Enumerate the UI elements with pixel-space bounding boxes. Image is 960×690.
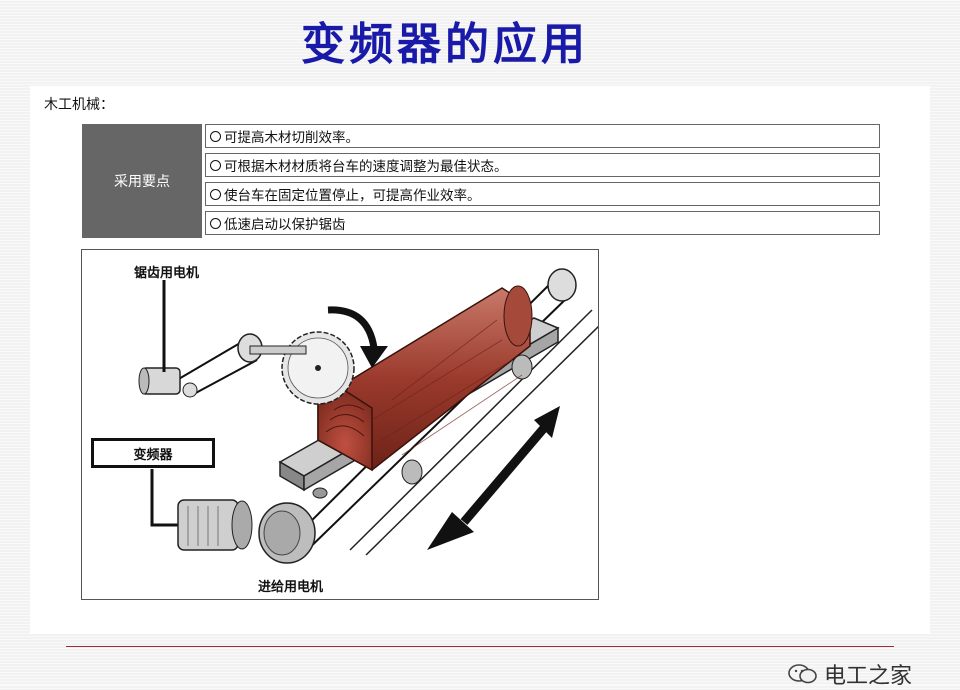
slide-title: 变频器的应用: [301, 19, 589, 70]
point-text: 可提高木材切削效率。: [224, 130, 359, 146]
woodworking-diagram: 锯齿用电机 变频器 进给用电机: [81, 249, 599, 600]
points-header: 采用要点: [82, 124, 202, 238]
point-row: 可提高木材切削效率。: [205, 124, 880, 148]
saw-motor: [138, 333, 307, 398]
wood-log: [317, 285, 533, 472]
point-text: 可根据木材材质将台车的速度调整为最佳状态。: [224, 159, 508, 175]
points-table: 采用要点 可提高木材切削效率。 可根据木材材质将台车的速度调整为最佳状态。 使台…: [82, 124, 882, 238]
inverter-box: 变频器: [91, 438, 215, 468]
content-box: 木工机械： 采用要点 可提高木材切削效率。 可根据木材材质将台车的速度调整为最佳…: [30, 86, 930, 634]
circle-bullet-icon: [210, 159, 221, 171]
feed-motor: [177, 499, 316, 564]
circle-bullet-icon: [210, 130, 221, 142]
footer-brand: 电工之家: [788, 658, 960, 689]
point-row: 使台车在固定位置停止，可提高作业效率。: [205, 182, 880, 206]
circle-bullet-icon: [210, 217, 221, 229]
point-text: 使台车在固定位置停止，可提高作业效率。: [224, 188, 481, 204]
machine-illustration: [138, 268, 598, 564]
circular-saw: [281, 331, 355, 405]
section-label: 木工机械：: [44, 97, 114, 113]
footer-divider: [66, 646, 894, 647]
brand-name: 电工之家: [824, 664, 913, 689]
point-row: 可根据木材材质将台车的速度调整为最佳状态。: [205, 153, 880, 177]
top-pulley: [547, 268, 577, 302]
wechat-icon: [788, 664, 817, 684]
point-text: 低速启动以保护锯齿: [224, 217, 346, 233]
feed-motor-label: 进给用电机: [258, 580, 324, 595]
inverter-wire: [150, 469, 186, 527]
point-row: 低速启动以保护锯齿: [205, 211, 880, 235]
saw-motor-label: 锯齿用电机: [134, 266, 200, 281]
rotation-arrow-head: [360, 346, 388, 368]
rail-track: [349, 309, 598, 556]
rotation-arrow-icon: [327, 306, 378, 349]
circle-bullet-icon: [210, 188, 221, 200]
feed-direction-arrow-icon: [427, 406, 560, 550]
